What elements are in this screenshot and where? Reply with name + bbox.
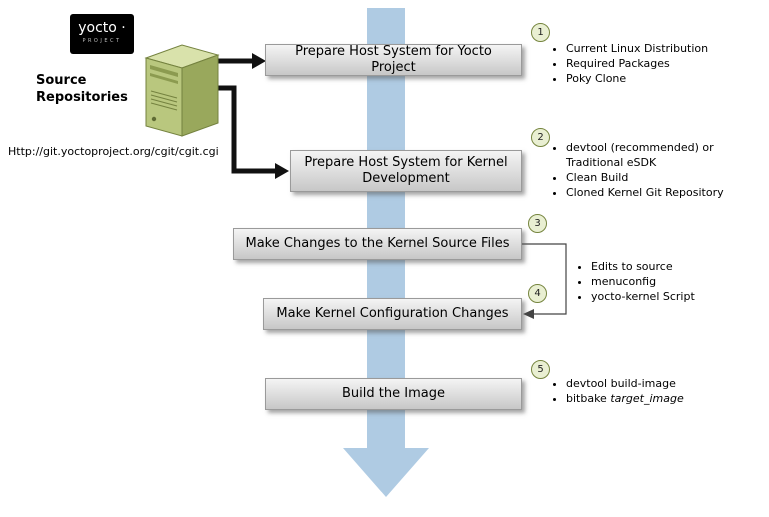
step-1-label: Prepare Host System for Yocto Project xyxy=(295,44,492,75)
step-5-bullets: devtool build-image bitbake target_image xyxy=(552,376,751,406)
source-repositories-label: Source Repositories xyxy=(36,73,128,105)
bullet-text-italic: target_image xyxy=(610,392,684,405)
yocto-project-logo: yocto · PROJECT xyxy=(70,14,134,54)
step-2-label: Prepare Host System for Kernel Developme… xyxy=(304,155,508,186)
bullet-item: devtool (recommended) or Traditional eSD… xyxy=(566,140,741,170)
bullet-text: bitbake xyxy=(566,392,611,405)
step-box-5: Build the Image xyxy=(265,378,522,410)
bullet-item: yocto-kernel Script xyxy=(591,289,756,304)
step-box-4: Make Kernel Configuration Changes xyxy=(263,298,522,330)
step-4-number-badge: 4 xyxy=(528,284,547,303)
bullet-item: Cloned Kernel Git Repository xyxy=(566,185,741,200)
bullet-item: devtool build-image xyxy=(566,376,751,391)
bullet-item: Edits to source xyxy=(591,259,756,274)
step-1-bullets: Current Linux Distribution Required Pack… xyxy=(552,41,766,86)
step-4-label: Make Kernel Configuration Changes xyxy=(276,306,509,321)
bullet-text: devtool build-image xyxy=(566,377,676,390)
yocto-logo-subtext: PROJECT xyxy=(82,38,122,44)
step-1-number-badge: 1 xyxy=(531,23,550,42)
bullet-item: bitbake target_image xyxy=(566,391,751,406)
server-tower-icon xyxy=(144,44,220,137)
steps-3-4-shared-bullets: Edits to source menuconfig yocto-kernel … xyxy=(577,259,756,304)
step-3-label: Make Changes to the Kernel Source Files xyxy=(245,236,510,251)
bullet-item: Poky Clone xyxy=(566,71,766,86)
step-1-number: 1 xyxy=(537,27,544,38)
bullet-item: Clean Build xyxy=(566,170,741,185)
step-3-number: 3 xyxy=(534,218,541,229)
step-box-1: Prepare Host System for Yocto Project xyxy=(265,44,522,76)
source-repositories-url: Http://git.yoctoproject.org/cgit/cgit.cg… xyxy=(8,145,219,158)
bracket-steps-3-4 xyxy=(522,243,567,319)
arrow-server-to-step2 xyxy=(215,85,289,179)
arrow-server-to-step1 xyxy=(212,53,266,69)
yocto-logo-wordmark: yocto · xyxy=(78,20,126,36)
step-2-number: 2 xyxy=(537,132,544,143)
step-3-number-badge: 3 xyxy=(528,214,547,233)
bullet-item: Current Linux Distribution xyxy=(566,41,766,56)
step-4-number: 4 xyxy=(534,288,541,299)
bullet-item: Required Packages xyxy=(566,56,766,71)
step-box-2: Prepare Host System for Kernel Developme… xyxy=(290,150,522,192)
step-box-3: Make Changes to the Kernel Source Files xyxy=(233,228,522,260)
step-5-number: 5 xyxy=(537,364,544,375)
step-5-label: Build the Image xyxy=(342,386,445,401)
bullet-item: menuconfig xyxy=(591,274,756,289)
step-2-bullets: devtool (recommended) or Traditional eSD… xyxy=(552,140,741,200)
step-2-number-badge: 2 xyxy=(531,128,550,147)
step-5-number-badge: 5 xyxy=(531,360,550,379)
